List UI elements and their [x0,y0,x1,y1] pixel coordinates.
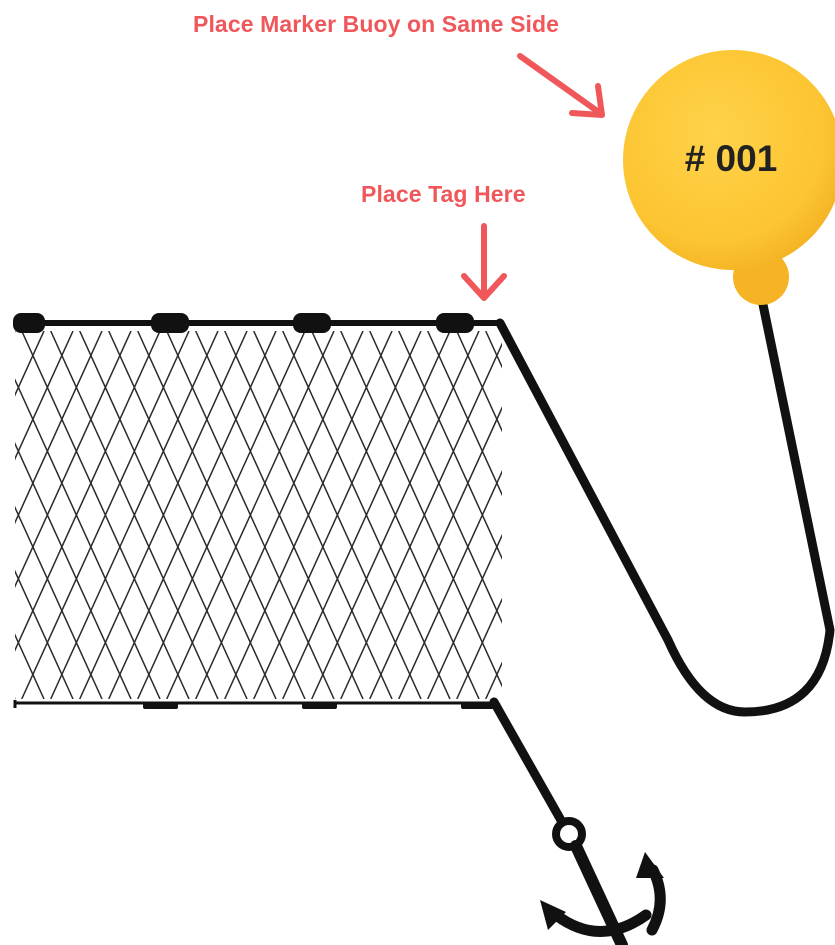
mesh-strand [0,331,73,699]
mesh-strand [631,331,798,699]
net-float [151,313,189,333]
mesh-strand [486,331,653,699]
mesh-strand [0,331,160,699]
tag-arrow-icon [464,226,504,298]
mesh-strand [689,331,835,699]
mesh-strand [0,331,44,699]
tag-instruction: Place Tag Here [361,181,526,208]
buoy-rope [500,290,830,712]
net-float [293,313,331,333]
mesh-strand [486,331,653,699]
mesh-strand [0,331,73,699]
net-weight [143,703,178,709]
mesh-strand [544,331,711,699]
mesh-strand [689,331,835,699]
mesh-strand [0,331,102,699]
mesh-strand [631,331,798,699]
mesh-strand [0,331,15,699]
marker-buoy-instruction: Place Marker Buoy on Same Side [193,11,559,38]
anchor-icon [540,821,664,945]
mesh-strand [0,331,44,699]
mesh-strand [544,331,711,699]
net-weight [302,703,337,709]
mesh-strand [0,331,160,699]
net-float [13,313,45,333]
mesh-strand [0,331,15,699]
anchor-line [494,702,562,822]
mesh-strand [0,331,102,699]
net-float [436,313,474,333]
buoy-label: # 001 [664,138,798,180]
mesh-strand [602,331,769,699]
buoy-arrow-icon [520,56,602,115]
mesh-strand [602,331,769,699]
net-mesh [0,331,835,699]
